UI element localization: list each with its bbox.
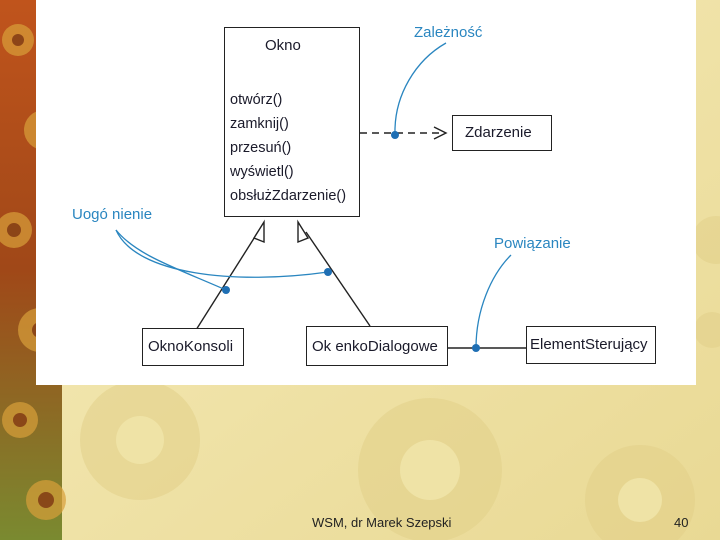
note-generalization: Uogó nienie <box>72 206 152 223</box>
uml-diagram: Okno otwórz() zamknij() przesuń() wyświe… <box>36 0 696 385</box>
method-item: zamknij() <box>230 116 289 132</box>
association-callout <box>476 255 511 348</box>
method-item: wyświetl() <box>230 164 294 180</box>
generalization-callout-dot-dialog <box>324 268 332 276</box>
class-okno-name: Okno <box>265 37 301 54</box>
class-element-sterujacy-name: ElementSterujący <box>530 336 648 353</box>
generalization-callout-console <box>116 230 226 290</box>
note-dependency: Zależność <box>414 24 482 41</box>
association-callout-dot <box>472 344 480 352</box>
class-okienko-dialogowe-name: Ok enkoDialogowe <box>312 338 438 355</box>
generalization-callout-dot-console <box>222 286 230 294</box>
method-item: obsłużZdarzenie() <box>230 188 346 204</box>
dependency-callout-dot <box>391 131 399 139</box>
method-item: przesuń() <box>230 140 291 156</box>
class-okno-konsoli-name: OknoKonsoli <box>148 338 233 355</box>
method-item: otwórz() <box>230 92 282 108</box>
dependency-callout <box>395 43 446 134</box>
generalization-arrowhead-console <box>254 222 264 242</box>
class-zdarzenie-name: Zdarzenie <box>465 124 532 141</box>
slide-number: 40 <box>674 515 688 530</box>
generalization-callout-dialog <box>116 230 328 277</box>
generalization-line-dialog <box>306 232 370 326</box>
footer-author: WSM, dr Marek Szepski <box>312 515 451 530</box>
note-association: Powiązanie <box>494 235 571 252</box>
